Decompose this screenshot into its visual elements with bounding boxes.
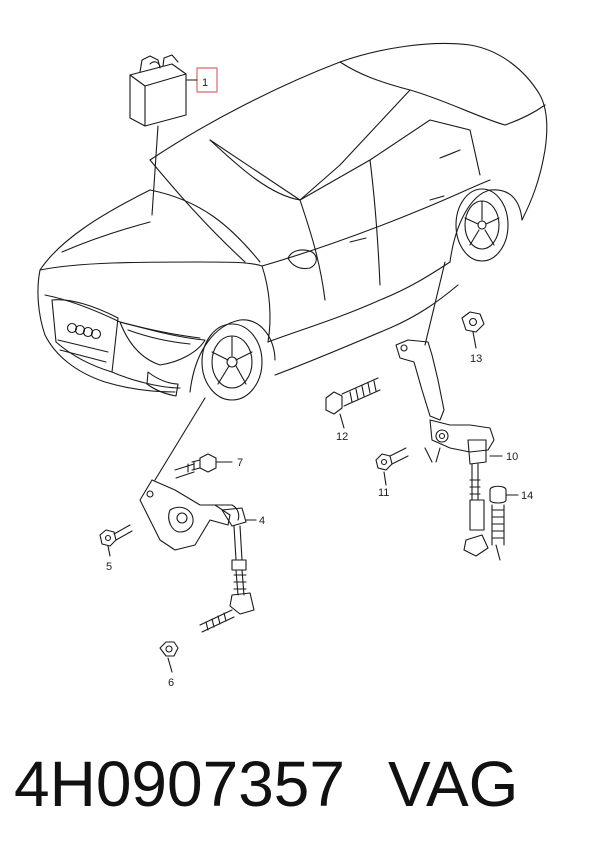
front-level-sensor-assembly	[99, 397, 255, 657]
brand-label: VAG	[388, 748, 519, 820]
callout-1: 1	[202, 77, 208, 89]
part-number-label: 4H0907357	[14, 748, 345, 820]
callout-4: 4	[259, 515, 265, 527]
callout-12: 12	[336, 431, 348, 443]
callout-14: 14	[521, 490, 533, 502]
callout-5: 5	[106, 561, 112, 573]
callout-10: 10	[506, 451, 518, 463]
callout-11: 11	[378, 487, 389, 499]
callout-7: 7	[237, 457, 243, 469]
callout-6: 6	[168, 677, 174, 689]
car-illustration	[37, 43, 548, 401]
control-unit-part-1	[129, 54, 187, 216]
rear-level-sensor-assembly	[325, 261, 507, 561]
callout-13: 13	[470, 353, 482, 365]
